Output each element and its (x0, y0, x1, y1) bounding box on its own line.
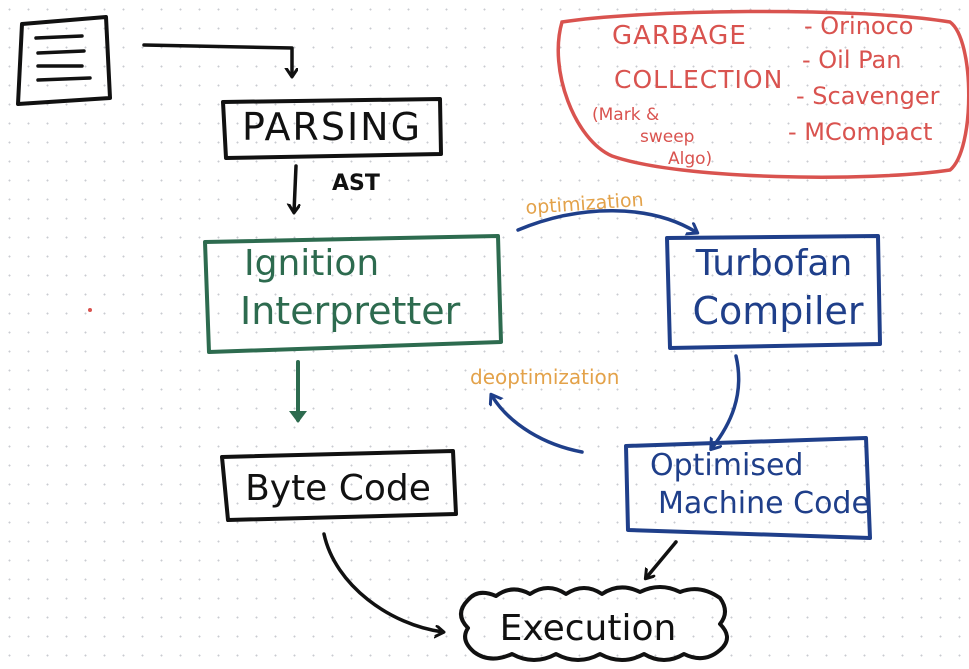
document-icon (16, 15, 112, 106)
ast-label: AST (332, 171, 380, 196)
gc-title-line2: COLLECTION (614, 65, 783, 94)
ignition-label-line1: Ignition (244, 243, 379, 284)
deoptimization-label: deoptimization (470, 365, 619, 389)
gc-note-line3: Algo) (668, 149, 712, 169)
turbofan-label-line1: Turbofan (695, 243, 853, 284)
gc-item-orinoco: - Orinoco (804, 12, 914, 40)
parsing-node: PARSING (221, 97, 443, 160)
optimization-label: optimization (525, 189, 644, 219)
arrow-bytecode-to-execution (322, 532, 443, 632)
arrow-optimised-to-execution (646, 540, 678, 578)
gc-title-line1: GARBAGE (612, 21, 747, 51)
ignition-interpreter-node: Ignition Interpretter (203, 234, 503, 354)
arrow-deoptimization (492, 396, 584, 454)
arrow-doc-to-parsing (142, 43, 292, 76)
bytecode-label: Byte Code (245, 468, 431, 509)
bytecode-node: Byte Code (220, 449, 458, 522)
execution-node: Execution (459, 585, 729, 662)
turbofan-compiler-node: Turbofan Compiler (665, 234, 882, 350)
gc-item-scavenger: - Scavenger (796, 82, 940, 110)
optimised-machine-code-node: Optimised Machine Code (624, 436, 872, 540)
stray-dot (88, 308, 92, 312)
parsing-label: PARSING (242, 105, 422, 149)
turbofan-label-line2: Compiler (692, 289, 863, 333)
execution-label: Execution (500, 608, 677, 649)
optimised-label-line1: Optimised (650, 448, 803, 483)
gc-item-oilpan: - Oil Pan (802, 46, 901, 74)
arrow-turbofan-to-optimised (712, 354, 741, 448)
garbage-collection-note: GARBAGE COLLECTION (Mark & sweep Algo) -… (556, 9, 969, 179)
gc-item-mcompact: - MCompact (788, 118, 932, 146)
arrow-parsing-to-ignition (294, 164, 296, 212)
gc-note-line1: (Mark & (592, 105, 659, 125)
ignition-label-line2: Interpretter (240, 289, 461, 333)
arrow-optimization (516, 209, 696, 232)
optimised-label-line2: Machine Code (658, 486, 870, 521)
gc-note-line2: sweep (640, 127, 694, 147)
